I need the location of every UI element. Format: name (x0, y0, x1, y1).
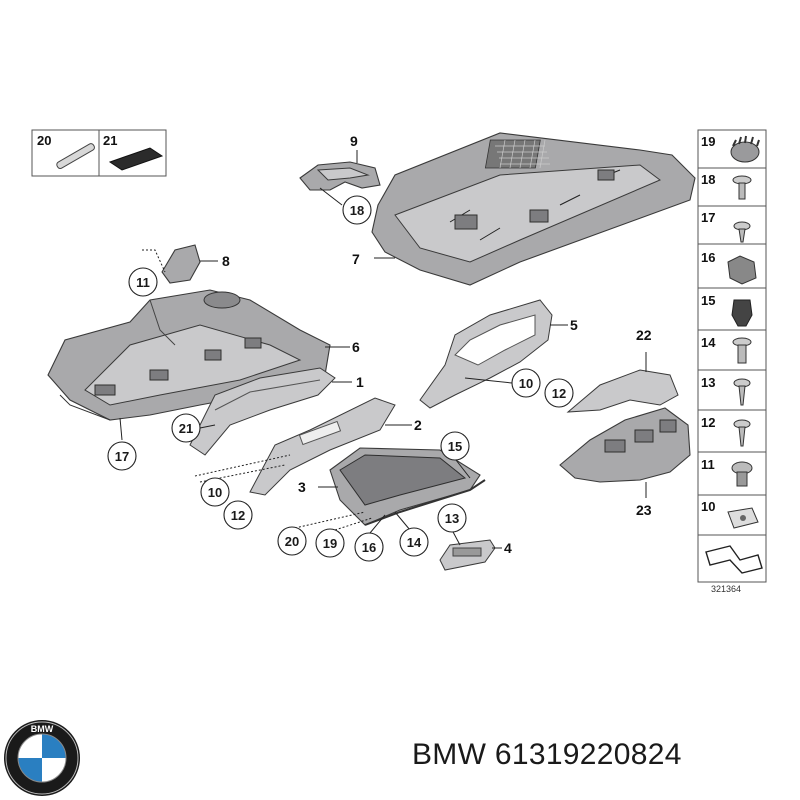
callout-circle-13-center (437, 503, 467, 533)
callout-18: 18 (350, 203, 364, 218)
bracket-part-9 (299, 161, 381, 191)
callout-circle-17 (107, 441, 137, 471)
callout-10-left: 10 (208, 485, 222, 500)
callout-circle-12-left (223, 500, 253, 530)
leader-13-center (451, 529, 461, 546)
callout-circle-12-right (544, 378, 574, 408)
leader-11-top (142, 249, 166, 273)
callout-20: 20 (285, 534, 299, 549)
clip-icon-16 (727, 255, 757, 285)
column-cover-upper-part-22 (566, 369, 679, 413)
leader-15 (455, 459, 471, 479)
gear-icon (730, 135, 760, 163)
callout-11-top: 11 (136, 275, 150, 290)
leader-10-right (464, 377, 513, 384)
callout-17: 17 (115, 449, 129, 464)
frame-trim-part-5 (419, 299, 553, 409)
callout-circle-15 (440, 431, 470, 461)
side-label-17: 17 (701, 210, 715, 225)
fastener-column: 19 18 17 16 15 14 13 12 11 10 (697, 129, 767, 583)
callout-circle-16 (354, 532, 384, 562)
leader-18 (319, 187, 343, 206)
callout-19: 19 (323, 536, 337, 551)
mesh-grille (484, 139, 550, 169)
callout-22: 22 (636, 327, 652, 343)
side-label-18: 18 (701, 172, 715, 187)
callout-circle-14 (399, 527, 429, 557)
callout-2: 2 (414, 417, 422, 433)
callout-6: 6 (352, 339, 360, 355)
callout-circle-21 (171, 413, 201, 443)
side-label-15: 15 (701, 293, 715, 308)
felt-pad-part-21 (108, 147, 164, 171)
leader-21 (199, 424, 216, 429)
brand-part-number: BMW 61319220824 (412, 738, 682, 772)
callout-8: 8 (222, 253, 230, 269)
callout-4: 4 (504, 540, 512, 556)
side-label-19: 19 (701, 134, 715, 149)
callout-14: 14 (407, 535, 422, 550)
screw-icon-12 (733, 419, 751, 447)
callout-10-right: 10 (519, 376, 533, 391)
box-label-20: 20 (37, 133, 51, 148)
side-label-14: 14 (701, 335, 716, 350)
callout-16: 16 (362, 540, 376, 555)
reference-number: 321364 (711, 584, 741, 594)
callout-5: 5 (570, 317, 578, 333)
callout-21: 21 (179, 421, 193, 436)
callout-13-center: 13 (445, 511, 459, 526)
screw-icon-14 (732, 337, 752, 364)
side-label-11: 11 (701, 457, 715, 472)
top-left-parts-box: 20 21 (31, 129, 167, 177)
leader-14 (394, 511, 411, 531)
callout-15: 15 (448, 439, 462, 454)
trim-strip-part-2 (249, 397, 396, 496)
callout-12-left: 12 (231, 508, 245, 523)
side-label-10: 10 (701, 499, 715, 514)
screw-icon-13 (733, 378, 751, 406)
callout-7: 7 (352, 251, 360, 267)
plug-icon-15 (731, 299, 753, 327)
callout-circle-11-top (128, 267, 158, 297)
leader-16 (369, 514, 386, 534)
trim-strip-part-1 (189, 367, 336, 456)
callout-circle-10-right (511, 368, 541, 398)
arrow-symbol-icon (705, 545, 763, 574)
callout-23: 23 (636, 502, 652, 518)
callout-circle-18 (342, 195, 372, 225)
callout-circle-19 (315, 528, 345, 558)
side-label-12: 12 (701, 415, 715, 430)
leader-20 (294, 511, 366, 529)
handle-part-4 (439, 539, 496, 571)
callout-9: 9 (350, 133, 358, 149)
pin-part-20 (56, 143, 95, 169)
callout-12-right: 12 (552, 386, 566, 401)
leader-17 (119, 417, 123, 441)
callout-1: 1 (356, 374, 364, 390)
nut-icon-11 (731, 461, 753, 487)
speed-nut-icon-10 (727, 507, 759, 529)
clip-part-8 (161, 244, 201, 284)
leader-12-left (199, 464, 286, 483)
part-number: 61319220824 (494, 738, 682, 771)
leader-19 (334, 517, 373, 531)
bmw-logo-icon: BMW (4, 720, 80, 796)
column-cover-lower-part-23 (559, 407, 691, 483)
leader-10-left (194, 454, 291, 477)
screw-icon-18 (732, 175, 752, 200)
callout-circle-20 (277, 526, 307, 556)
callout-circle-10-left (200, 477, 230, 507)
screw-icon-17 (733, 221, 751, 243)
side-label-16: 16 (701, 250, 715, 265)
upper-trim-panel-7 (371, 132, 696, 286)
glove-box-part-3 (329, 447, 486, 526)
callout-3: 3 (298, 479, 306, 495)
side-label-13: 13 (701, 375, 715, 390)
box-label-21: 21 (103, 133, 117, 148)
brand-name: BMW (412, 738, 487, 771)
logo-lettering: BMW (31, 724, 54, 734)
